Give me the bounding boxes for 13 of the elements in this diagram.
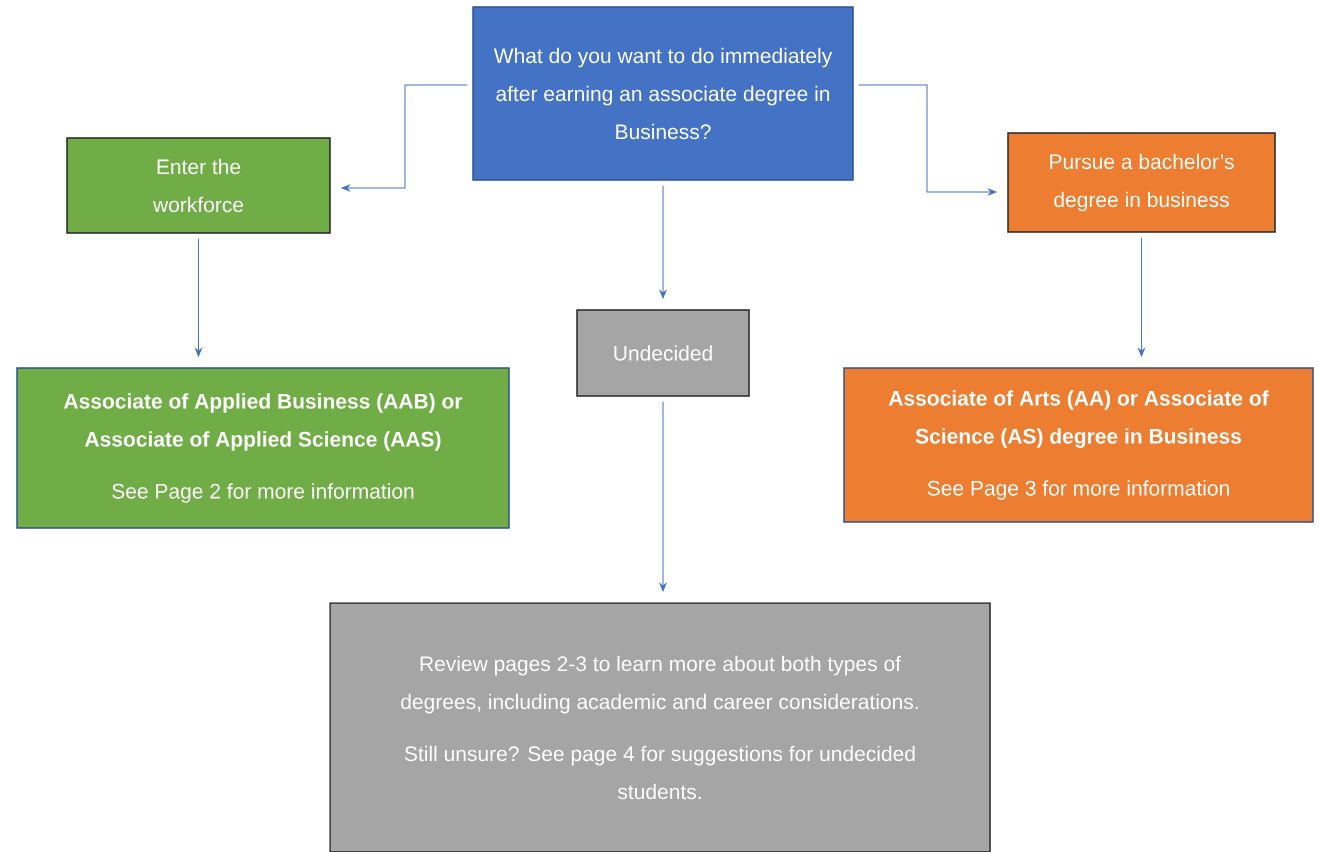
arrow xyxy=(659,401,667,592)
question-box: What do you want to do immediately after earning an associate degree in Business? xyxy=(472,6,854,181)
arrow xyxy=(1138,237,1145,357)
arrow xyxy=(195,238,202,357)
option-box: Pursue a bachelor’s degree in business xyxy=(1007,132,1276,233)
degree-box: Associate of Applied Business (AAB) or Associate of Applied Science (AAS) See Page 2 for more information xyxy=(16,367,510,529)
option-box: Undecided xyxy=(576,309,750,397)
info-box: Review pages 2-3 to learn more about both types of degrees, including academic and career considerations. Still unsure? See page 4 for suggestions for undecided students. xyxy=(329,602,991,852)
degree-box: Associate of Arts (AA) or Associate of Science (AS) degree in Business See Page 3 for more information xyxy=(843,367,1314,523)
arrow xyxy=(858,84,997,196)
option-box: Enter the workforce xyxy=(66,137,331,234)
arrow xyxy=(659,185,667,299)
arrow xyxy=(341,84,468,192)
